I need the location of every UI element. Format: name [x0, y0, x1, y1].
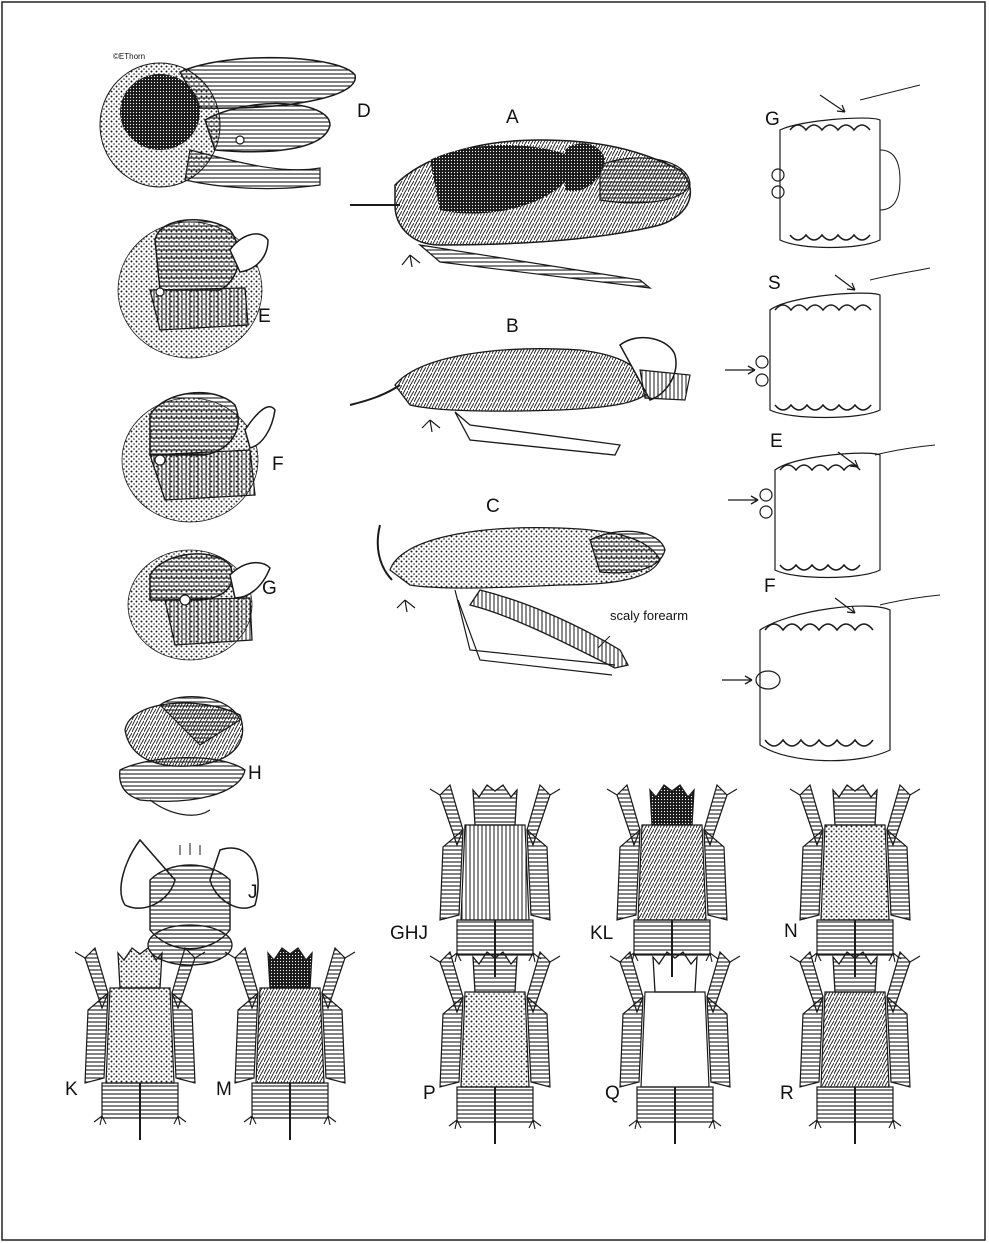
palate-label-f: F	[764, 577, 776, 596]
label-c: C	[486, 497, 500, 516]
palate-label-g: G	[765, 110, 780, 129]
body-label-q: Q	[605, 1084, 620, 1103]
label-g: G	[262, 579, 277, 598]
label-j: J	[248, 883, 258, 902]
label-b: B	[506, 317, 519, 336]
label-e: E	[258, 307, 271, 326]
body-label-m: M	[216, 1080, 232, 1099]
label-f: F	[272, 455, 284, 474]
body-label-ghj: GHJ	[390, 924, 428, 943]
body-label-r: R	[780, 1084, 794, 1103]
body-label-k: K	[65, 1080, 78, 1099]
label-a: A	[506, 108, 519, 127]
body-label-p: P	[423, 1084, 436, 1103]
label-d: D	[357, 102, 371, 121]
head-sketch-d	[100, 58, 355, 189]
palate-label-e: E	[770, 432, 783, 451]
scaly-forearm-annotation: scaly forearm	[610, 608, 688, 623]
body-label-n: N	[784, 922, 798, 941]
label-h: H	[248, 764, 262, 783]
body-label-kl: KL	[590, 924, 613, 943]
artist-signature: ©EThorn	[113, 52, 145, 61]
palate-label-s: S	[768, 274, 781, 293]
